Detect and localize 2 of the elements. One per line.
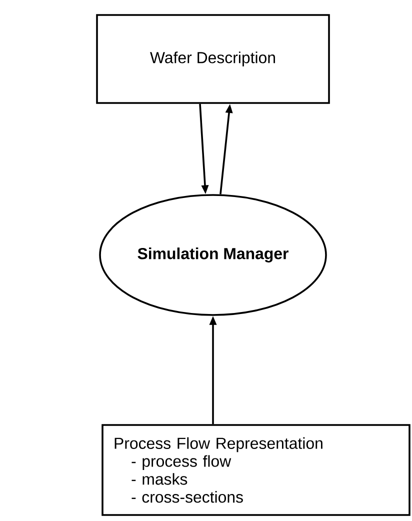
process-box: Process Flow Representation - process flow - masks - cross-sections (102, 424, 410, 516)
process-box: Wafer Description (96, 14, 330, 104)
